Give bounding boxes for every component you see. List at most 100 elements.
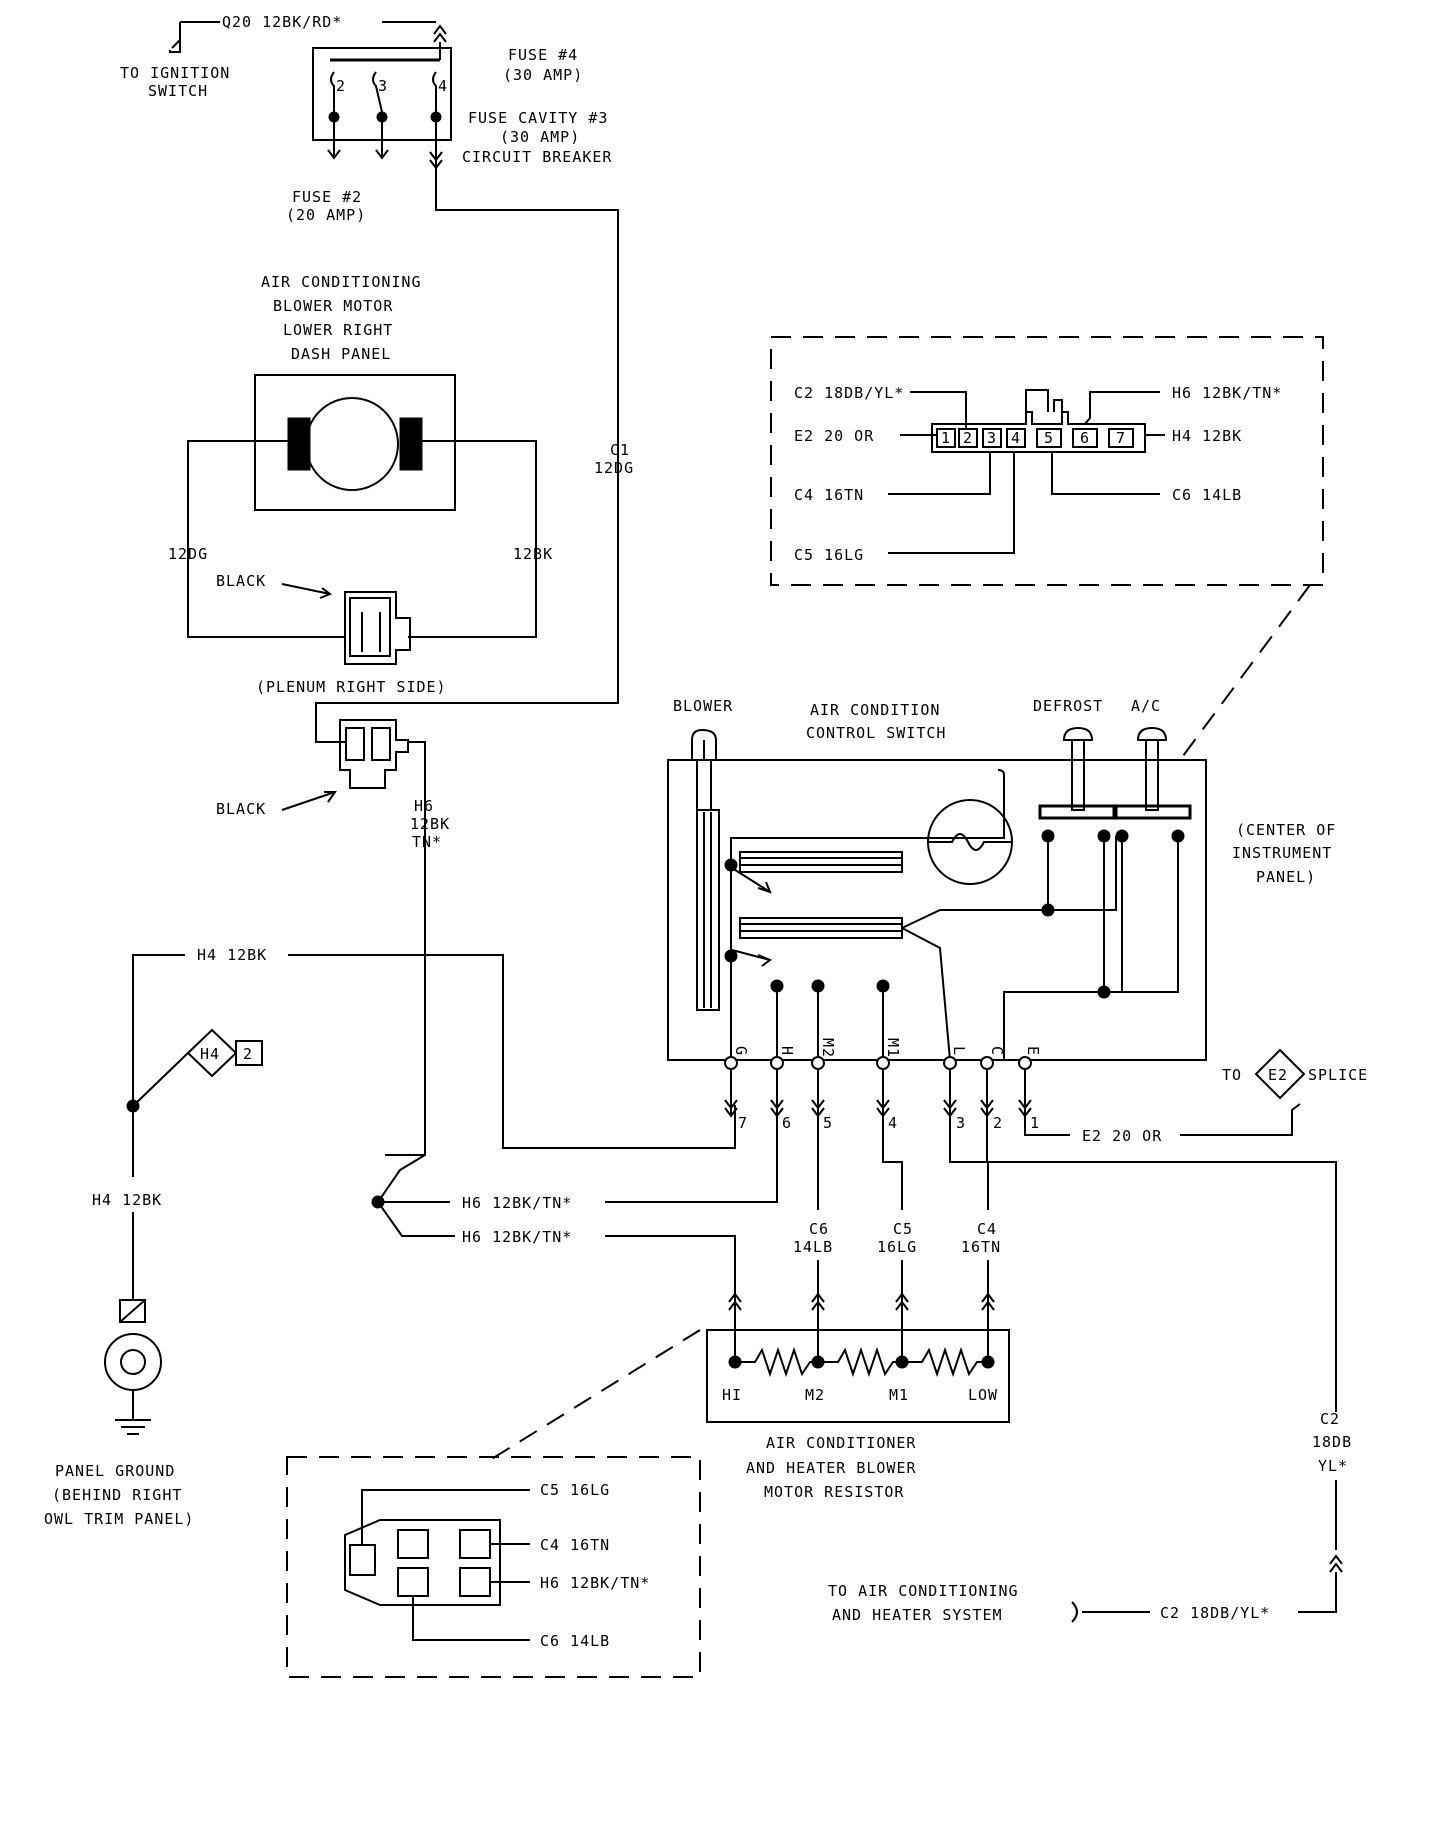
label-to-ignition-1: TO IGNITION <box>120 64 230 82</box>
resistor-wiring: H6 12BK/TN* H6 12BK/TN* C6 14LB C5 16LG … <box>371 1048 1368 1624</box>
pin-7: 7 <box>1116 429 1126 447</box>
label-r-m2: M2 <box>805 1386 825 1404</box>
label-h6-r1: H6 12BK/TN* <box>462 1194 572 1212</box>
label-black-2: BLACK <box>216 800 266 818</box>
label-12dg: 12DG <box>168 545 208 563</box>
switch-pin-1: 1 <box>1030 1114 1040 1132</box>
label-res-2: AND HEATER BLOWER <box>746 1459 917 1477</box>
label-defrost: DEFROST <box>1033 697 1103 715</box>
resistor-leader-line <box>489 1329 701 1461</box>
pin-3: 3 <box>987 429 997 447</box>
fuse-pin-2: 2 <box>336 77 346 95</box>
label-ground-1: PANEL GROUND <box>55 1462 175 1480</box>
pin-4: 4 <box>1011 429 1021 447</box>
label-c2-bottom: C2 18DB/YL* <box>1160 1604 1270 1622</box>
label-conn-c5: C5 16LG <box>794 546 864 564</box>
label-c6-b: 14LB <box>793 1238 833 1256</box>
label-fuse4-2: (30 AMP) <box>503 66 583 84</box>
pin-5: 5 <box>1044 429 1054 447</box>
switch-pin-2: 2 <box>993 1114 1003 1132</box>
label-ground-3: OWL TRIM PANEL) <box>44 1510 194 1528</box>
label-r-low: LOW <box>968 1386 998 1404</box>
plenum-connector: BLACK H6 12BK TN* <box>216 719 450 1156</box>
blower-resistor: HI M2 M1 LOW AIR CONDITIONER AND HEATER … <box>706 1292 1010 1501</box>
label-motor-2: BLOWER MOTOR <box>273 297 393 315</box>
label-plenum: (PLENUM RIGHT SIDE) <box>256 678 447 696</box>
label-conn-h4: H4 12BK <box>1172 427 1242 445</box>
label-to-ac-1: TO AIR CONDITIONING <box>828 1582 1019 1600</box>
sw-letter-h: H <box>778 1046 796 1056</box>
label-sw-2: CONTROL SWITCH <box>806 724 946 742</box>
fuse-pin-4: 4 <box>438 77 448 95</box>
label-c2-c: YL* <box>1318 1457 1348 1475</box>
label-motor-3: LOWER RIGHT <box>283 321 393 339</box>
label-motor-1: AIR CONDITIONING <box>261 273 422 291</box>
label-r-m1: M1 <box>889 1386 909 1404</box>
label-conn-e2: E2 20 OR <box>794 427 874 445</box>
label-c4-b: 16TN <box>961 1238 1001 1256</box>
switch-pin-3: 3 <box>956 1114 966 1132</box>
sw-letter-m1: M1 <box>884 1038 902 1058</box>
label-conn-c4: C4 16TN <box>794 486 864 504</box>
label-center-3: PANEL) <box>1256 868 1316 886</box>
label-conn-c6: C6 14LB <box>1172 486 1242 504</box>
label-h4-badge: H4 <box>200 1045 220 1063</box>
label-q20: Q20 12BK/RD* <box>222 13 342 31</box>
label-c2-a: C2 <box>1320 1410 1340 1428</box>
switch-connector-detail: C2 18DB/YL* E2 20 OR C4 16TN C5 16LG H6 … <box>770 336 1324 586</box>
label-b-c5: C5 16LG <box>540 1481 610 1499</box>
label-fuse-cav-3: CIRCUIT BREAKER <box>462 148 612 166</box>
label-to-ac-2: AND HEATER SYSTEM <box>832 1606 1003 1624</box>
label-h4-top: H4 12BK <box>197 946 267 964</box>
switch-pin-6: 6 <box>782 1114 792 1132</box>
label-h4-mid: H4 12BK <box>92 1191 162 1209</box>
label-fuse-cav-2: (30 AMP) <box>500 128 580 146</box>
sw-letter-g: G <box>732 1046 750 1056</box>
pin-2: 2 <box>963 429 973 447</box>
label-center-2: INSTRUMENT <box>1232 844 1332 862</box>
label-r-hi: HI <box>722 1386 742 1404</box>
fuse-pin-3: 3 <box>378 77 388 95</box>
label-fuse2-1: FUSE #2 <box>292 188 362 206</box>
pin-6: 6 <box>1080 429 1090 447</box>
label-motor-4: DASH PANEL <box>291 345 391 363</box>
label-res-1: AIR CONDITIONER <box>766 1434 916 1452</box>
label-ground-2: (BEHIND RIGHT <box>52 1486 182 1504</box>
label-black-1: BLACK <box>216 572 266 590</box>
label-res-3: MOTOR RESISTOR <box>764 1483 904 1501</box>
label-sw-1: AIR CONDITION <box>810 701 940 719</box>
sw-letter-l: L <box>950 1046 968 1056</box>
label-conn-h6: H6 12BK/TN* <box>1172 384 1282 402</box>
label-fuse-cav-1: FUSE CAVITY #3 <box>468 109 608 127</box>
switch-pin-4: 4 <box>888 1114 898 1132</box>
label-h4-badge-num: 2 <box>243 1045 253 1063</box>
switch-pin-5: 5 <box>823 1114 833 1132</box>
label-b-c6: C6 14LB <box>540 1632 610 1650</box>
switch-pin-7: 7 <box>738 1114 748 1132</box>
label-c4-a: C4 <box>977 1220 997 1238</box>
label-b-h6: H6 12BK/TN* <box>540 1574 650 1592</box>
label-fuse4-1: FUSE #4 <box>508 46 578 64</box>
label-to-ignition-2: SWITCH <box>148 82 208 100</box>
label-center-1: (CENTER OF <box>1236 821 1336 839</box>
label-ac: A/C <box>1131 697 1161 715</box>
sw-letter-m2: M2 <box>819 1038 837 1058</box>
label-c5-b: 16LG <box>877 1238 917 1256</box>
label-c6-a: C6 <box>809 1220 829 1238</box>
label-blower: BLOWER <box>673 697 733 715</box>
pin-1: 1 <box>941 429 951 447</box>
label-c1-a: C1 <box>610 441 630 459</box>
fuse-block: Q20 12BK/RD* TO IGNITION SWITCH 2 3 4 FU… <box>120 13 633 743</box>
label-conn-c2: C2 18DB/YL* <box>794 384 904 402</box>
sw-letter-c: C <box>988 1046 1006 1056</box>
control-switch: BLOWER AIR CONDITION CONTROL SWITCH DEFR… <box>667 697 1336 1061</box>
label-e2-badge: E2 <box>1268 1066 1288 1084</box>
label-h6-b: 12BK <box>410 815 450 833</box>
label-h6-r2: H6 12BK/TN* <box>462 1228 572 1246</box>
label-to: TO <box>1222 1066 1242 1084</box>
label-c2-b: 18DB <box>1312 1433 1352 1451</box>
sw-letter-e: E <box>1024 1046 1042 1056</box>
label-12bk: 12BK <box>513 545 553 563</box>
label-splice: SPLICE <box>1308 1066 1368 1084</box>
